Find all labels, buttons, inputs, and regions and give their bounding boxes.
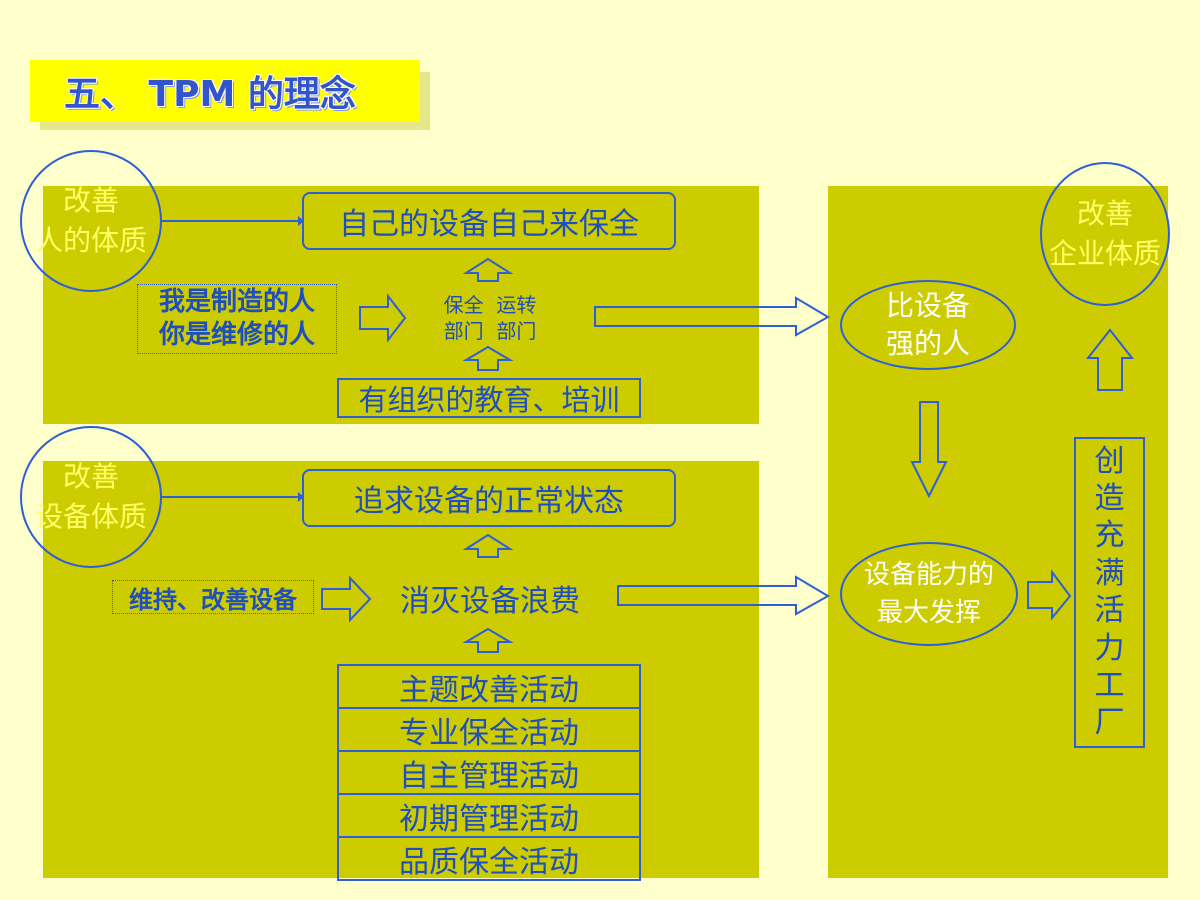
top-up-arrow-1 — [462, 257, 514, 282]
activity-row: 主题改善活动 — [337, 664, 641, 708]
improve-equipment-circle: 改善 设备体质 — [20, 426, 162, 568]
improve-equipment-line2: 设备体质 — [34, 500, 147, 533]
vibrant-factory-box: 创 造 充 满 活 力 工 厂 — [1074, 437, 1145, 748]
maintain-improve-box: 维持、改善设备 — [112, 580, 314, 614]
bottom-up-arrow-1 — [462, 533, 514, 558]
improve-company-line1: 改善 — [1076, 197, 1133, 230]
stronger-people-line2: 强的人 — [885, 327, 970, 360]
factory-char: 力 — [1094, 630, 1125, 666]
improve-company-line2: 企业体质 — [1048, 237, 1161, 270]
top-up-arrow-2 — [462, 345, 514, 371]
max-capability-line2: 最大发挥 — [876, 598, 981, 628]
stronger-people-line1: 比设备 — [885, 289, 970, 322]
factory-char: 造 — [1094, 481, 1125, 517]
right-up-arrow — [1085, 328, 1135, 391]
bottom-right-arrow-small — [321, 575, 372, 623]
top-right-arrow-small — [359, 293, 407, 343]
activity-row: 专业保全活动 — [337, 707, 641, 751]
max-capability-circle: 设备能力的 最大发挥 — [840, 542, 1018, 646]
mindset-box: 我是制造的人 你是维修的人 — [137, 284, 337, 354]
improve-people-line1: 改善 — [62, 184, 119, 217]
max-capability-line1: 设备能力的 — [863, 560, 994, 590]
bottom-connector-arrowhead — [298, 492, 304, 502]
right-small-arrow — [1027, 569, 1072, 621]
mindset-line1: 我是制造的人 — [158, 287, 315, 317]
top-long-arrow — [594, 296, 830, 337]
factory-char: 活 — [1094, 593, 1125, 629]
own-equipment-goal-box: 自己的设备自己来保全 — [302, 192, 676, 250]
top-connector-arrowhead — [298, 216, 304, 226]
factory-char: 厂 — [1094, 705, 1125, 741]
normal-state-goal-box: 追求设备的正常状态 — [302, 469, 676, 527]
activity-row: 自主管理活动 — [337, 750, 641, 794]
mindset-line2: 你是维修的人 — [158, 320, 315, 350]
improve-people-line2: 人的体质 — [34, 224, 147, 257]
factory-char: 充 — [1094, 518, 1125, 554]
bottom-up-arrow-2 — [462, 627, 514, 653]
factory-char: 创 — [1094, 443, 1125, 479]
departments-line1: 保全 运转 — [443, 293, 537, 317]
activities-list: 主题改善活动 专业保全活动 自主管理活动 初期管理活动 品质保全活动 — [337, 664, 641, 881]
departments-line2: 部门 部门 — [443, 319, 537, 343]
factory-char: 满 — [1094, 555, 1125, 591]
improve-people-circle: 改善 人的体质 — [20, 150, 162, 292]
activity-row: 初期管理活动 — [337, 793, 641, 837]
eliminate-waste-label: 消灭设备浪费 — [400, 584, 580, 619]
stronger-people-circle: 比设备 强的人 — [840, 280, 1016, 370]
factory-char: 工 — [1094, 667, 1125, 703]
improve-equipment-line1: 改善 — [62, 460, 119, 493]
activity-row: 品质保全活动 — [337, 836, 641, 881]
bottom-long-arrow — [617, 575, 830, 616]
page-title: 五、 TPM 的理念 — [30, 60, 420, 122]
right-down-arrow — [910, 401, 948, 499]
departments-label: 保全 运转 部门 部门 — [425, 290, 555, 346]
training-box: 有组织的教育、培训 — [337, 378, 641, 418]
improve-company-circle: 改善 企业体质 — [1040, 162, 1170, 306]
